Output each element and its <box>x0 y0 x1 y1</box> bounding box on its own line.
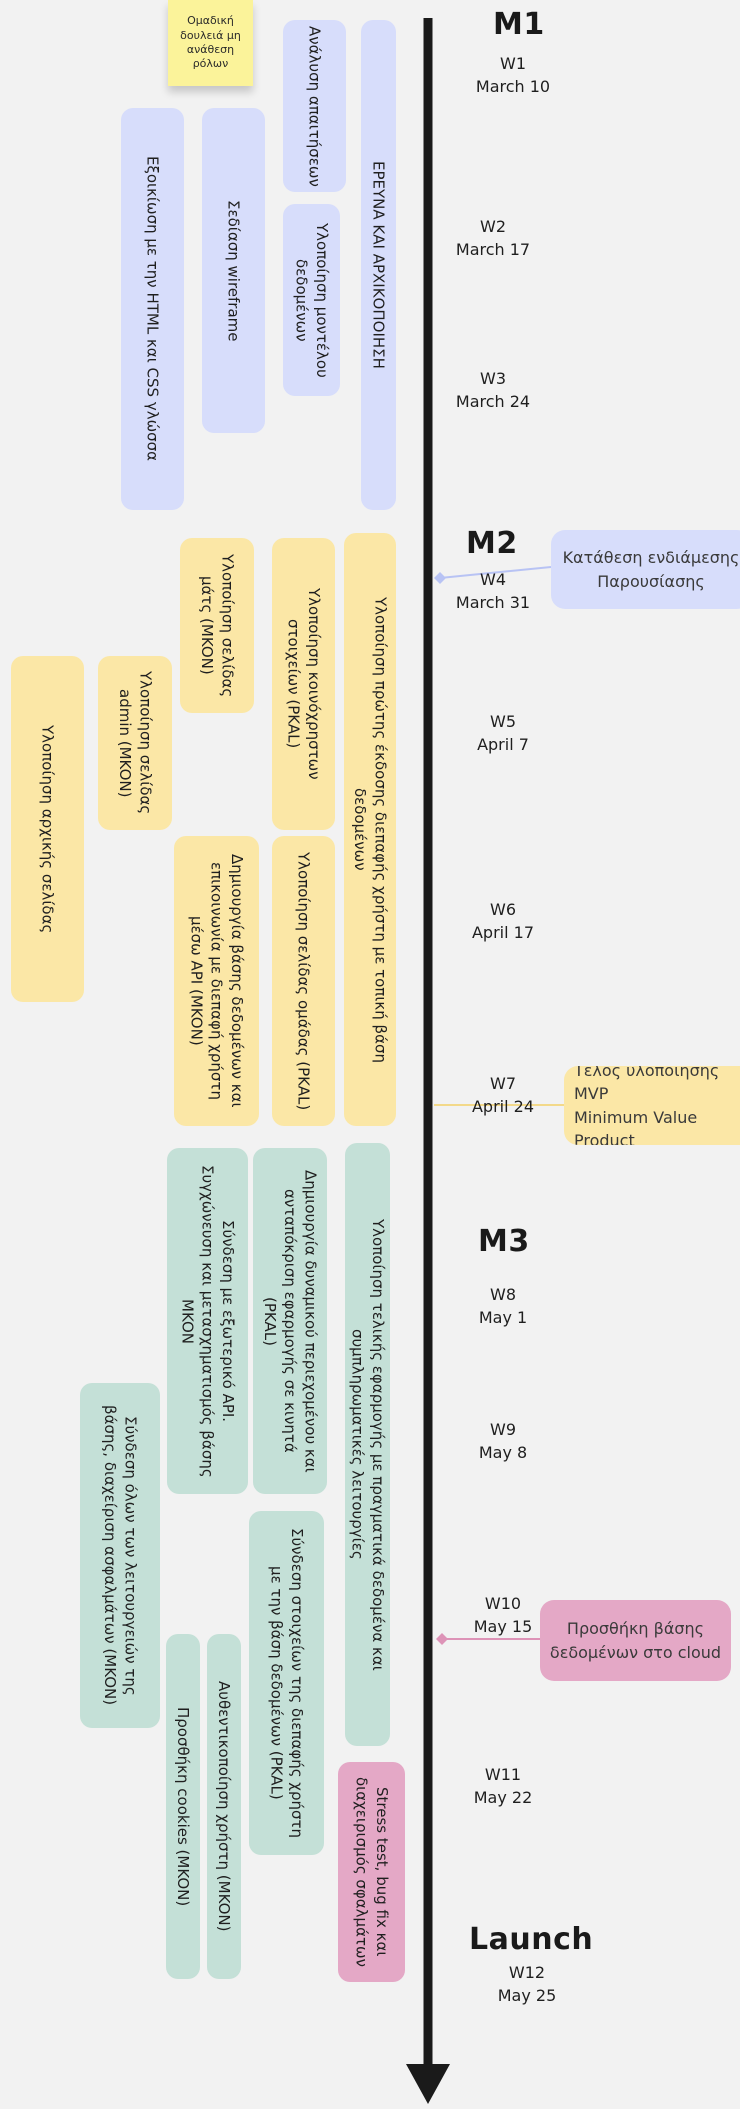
milestone-m2: M2 <box>466 526 518 561</box>
task-card-html-css[interactable]: Εξοικίωση με την HTML και CSS γλώσσα <box>121 108 184 510</box>
task-card-first-ui-version[interactable]: Υλοποίηση πρώτης έκδοσης διεπαφής χρήστη… <box>344 533 396 1126</box>
task-card-authentication[interactable]: Αυθεντικοποίηση χρήστη (MKON) <box>207 1634 241 1979</box>
task-card-ui-db-connection[interactable]: Σύνδεση στοιχείων της διεπαφής χρήστη με… <box>249 1511 324 1855</box>
task-card-final-app[interactable]: Υλοποίηση τελικής εφαρμογής με πραγματικ… <box>345 1143 390 1746</box>
event-connector-1 <box>439 566 552 579</box>
task-card-data-model[interactable]: Υλοποίηση μοντέλου δεδομένων <box>283 204 340 396</box>
milestone-launch: Launch <box>469 1922 594 1957</box>
task-card-cookies[interactable]: Προσθήκη cookies (MKON) <box>166 1634 200 1979</box>
task-card-wireframe[interactable]: Σεδίαση wireframe <box>202 108 265 433</box>
task-card-match-page[interactable]: Υλοποίηση σελίδας μάτς (MKON) <box>180 538 254 713</box>
task-card-shared-components[interactable]: Υλοποίηση κοινόχρηστων στοιχείων (PKAL) <box>272 538 335 830</box>
task-card-requirements[interactable]: Ανάλυση απαιτήσεων <box>283 20 346 192</box>
task-card-connect-functions[interactable]: Σύνδεση όλων των λειτουργειών της βάσης,… <box>80 1383 160 1728</box>
task-card-dynamic-content[interactable]: Δημιουργία δυναμικού περιεχομένου και αν… <box>253 1148 327 1494</box>
timeline-arrow-head <box>406 2064 450 2104</box>
task-card-team-page[interactable]: Υλοποίηση σελίδας ομάδας (PKAL) <box>272 836 335 1126</box>
task-card-research[interactable]: ΕΡΕΥΝΑ ΚΑΙ ΑΡΧΙΚΟΠΟΙΗΣΗ <box>361 20 396 510</box>
event-cloud-database[interactable]: Προσθήκη βάσης δεδομένων στο cloud <box>540 1600 731 1681</box>
task-card-stress-test[interactable]: Stress test, bug fix και διαχειρισμός σφ… <box>338 1762 405 1982</box>
task-card-external-api[interactable]: Σύνδεση με εξωτερικό API. Συγχώνευση και… <box>167 1148 248 1494</box>
milestone-m3: M3 <box>478 1224 530 1259</box>
event-marker-3 <box>436 1633 448 1645</box>
event-mvp-complete[interactable]: Τέλος υλοποίησης MVP Minimum Value Produ… <box>564 1066 740 1145</box>
sticky-note: Ομαδική δουλειά μη ανάθεση ρόλων <box>168 0 253 86</box>
task-card-database-api[interactable]: Δημιουργία βάσης δεδομένων και επικοινων… <box>174 836 259 1126</box>
task-card-home-page[interactable]: Υλοποίηση αρχικής σελίδας <box>11 656 84 1002</box>
milestone-m1: M1 <box>493 7 545 42</box>
task-card-admin-page[interactable]: Υλοποίηση σελίδας admin (MKON) <box>98 656 172 830</box>
event-interim-presentation[interactable]: Κατάθεση ενδιάμεσης Παρουσίασης <box>551 530 740 609</box>
event-marker-1 <box>434 572 446 584</box>
